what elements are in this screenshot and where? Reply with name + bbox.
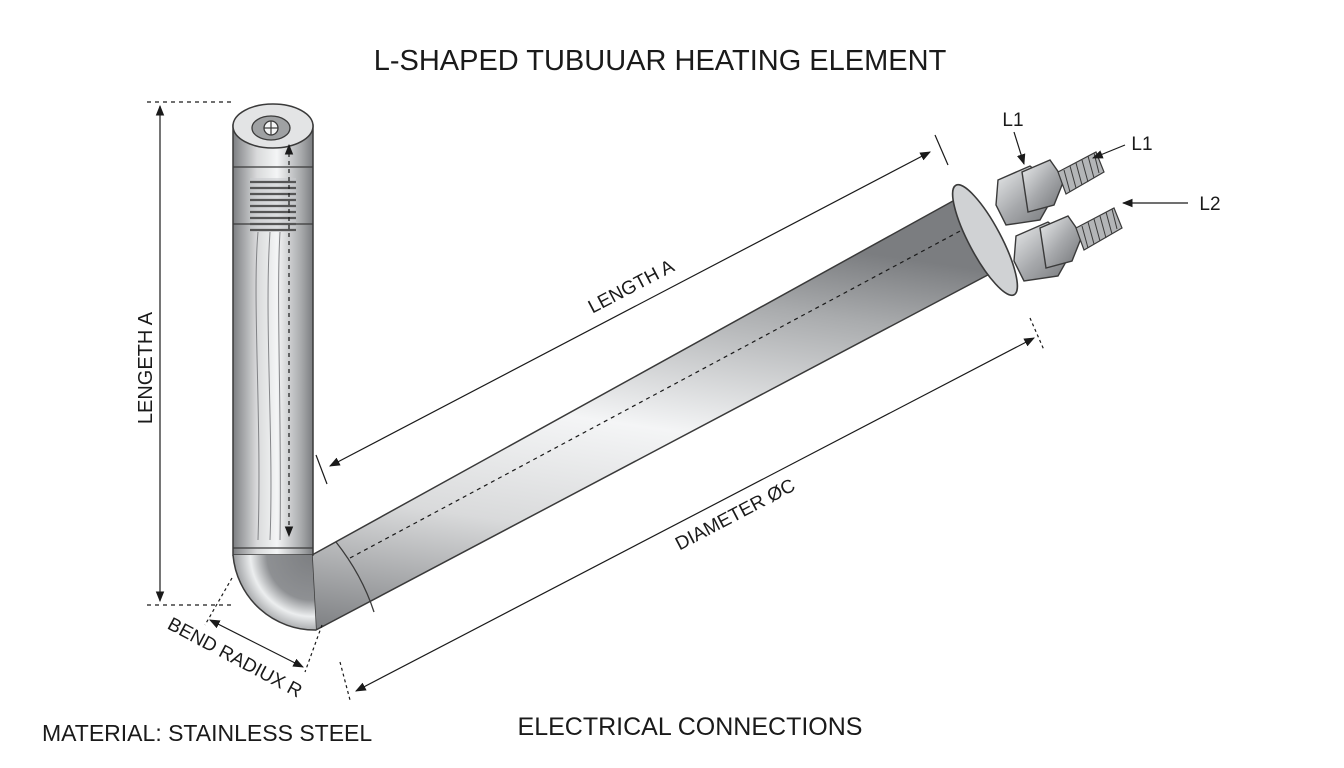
dimension-lines bbox=[147, 101, 1188, 701]
terminal-label-l2: L2 bbox=[1199, 194, 1220, 215]
diagram-title: L-SHAPED TUBUUAR HEATING ELEMENT bbox=[374, 45, 947, 77]
terminal-label-l1-top: L1 bbox=[1002, 110, 1023, 131]
bend-radius-arrow bbox=[209, 619, 304, 668]
terminal-assembly bbox=[951, 151, 1123, 297]
terminal-label-l1-right: L1 bbox=[1131, 134, 1152, 155]
diameter-arrow bbox=[355, 337, 1035, 692]
diameter-label: DIAMETER ØC bbox=[672, 475, 799, 555]
horizontal-length-label: LENGTH A bbox=[585, 256, 678, 318]
terminal-l1 bbox=[995, 151, 1105, 226]
mounting-flange bbox=[951, 183, 1019, 297]
vertical-length-label: LENGETH A bbox=[135, 311, 157, 424]
terminal-l2 bbox=[1013, 207, 1123, 282]
top-end-cap bbox=[232, 103, 314, 149]
elbow-bend bbox=[233, 555, 316, 631]
material-note: MATERIAL: STAINLESS STEEL bbox=[42, 720, 372, 746]
tube-body bbox=[232, 103, 1002, 631]
footer-caption: ELECTRICAL CONNECTIONS bbox=[518, 713, 863, 741]
bend-radius-label: BEND RADIUX R bbox=[164, 614, 305, 702]
